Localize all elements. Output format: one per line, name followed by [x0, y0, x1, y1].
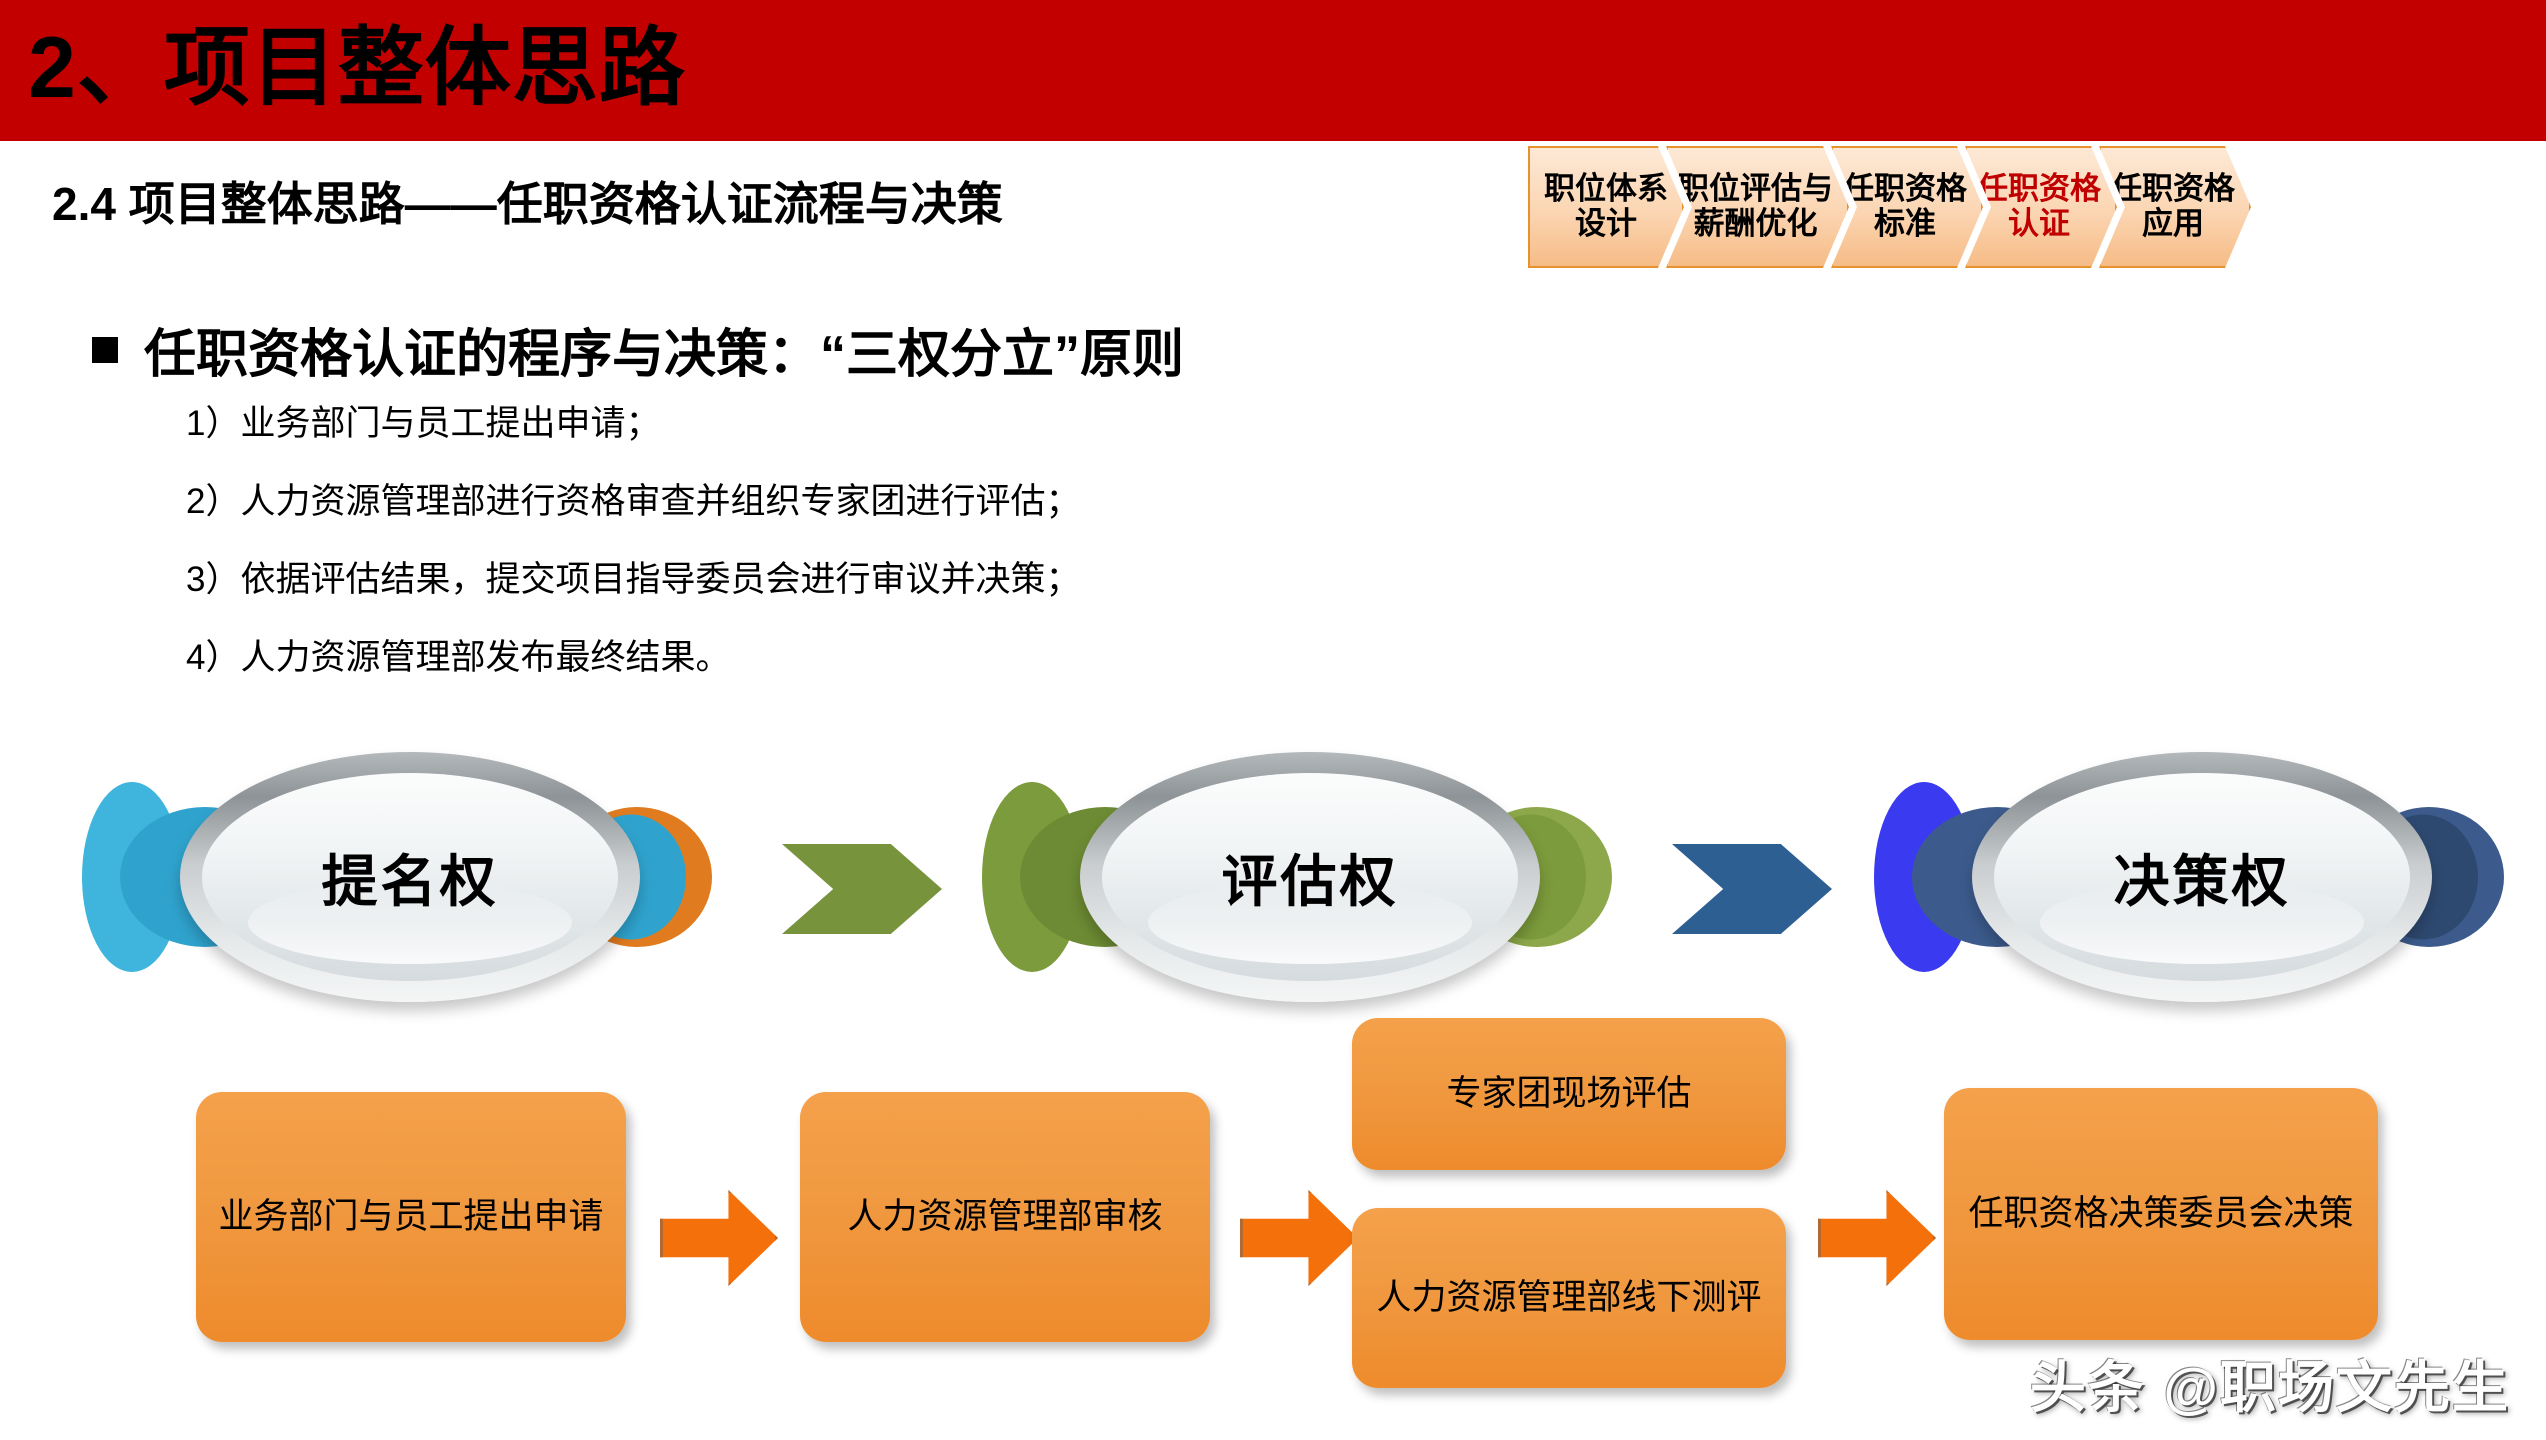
- watermark: 头条 @职场文先生: [2029, 1356, 2510, 1419]
- lens-inner: 决策权: [1994, 773, 2410, 981]
- flow-box-hr-review: 人力资源管理部审核: [800, 1092, 1210, 1342]
- flow-box-decision-committee: 任职资格决策委员会决策: [1944, 1088, 2378, 1340]
- tab-label: 职位评估与 薪酬优化: [1678, 171, 1833, 241]
- process-tab-strip: 职位体系 设计 职位评估与 薪酬优化 任职资格 标准 任职资格 认证 任职资格 …: [1528, 146, 2233, 268]
- flow-arrow-icon: [1818, 1190, 1936, 1286]
- certification-flow-chart: 业务部门与员工提出申请 人力资源管理部审核 专家团现场评估 人力资源管理部线下测…: [0, 1018, 2546, 1400]
- list-item: 1）业务部门与员工提出申请；: [186, 404, 661, 443]
- lens-body: 提名权: [180, 752, 640, 1002]
- flow-chevron-arrow: [1672, 844, 1832, 934]
- lens-inner: 评估权: [1102, 773, 1518, 981]
- tab-label: 任职资格 标准: [1843, 171, 1967, 241]
- list-item: 4）人力资源管理部发布最终结果。: [186, 638, 731, 677]
- page-title: 2、项目整体思路: [28, 20, 686, 116]
- lens-label: 提名权: [321, 849, 499, 913]
- lens-inner: 提名权: [202, 773, 618, 981]
- flow-arrow-icon: [1240, 1190, 1358, 1286]
- three-powers-diagram: 提名权 评估权 决策权: [0, 752, 2546, 1022]
- list-item: 2）人力资源管理部进行资格审查并组织专家团进行评估；: [186, 482, 1081, 521]
- tab-qualification-application[interactable]: 任职资格 应用: [2099, 146, 2251, 268]
- lens-node-nomination: 提名权: [82, 752, 712, 1002]
- lens-label: 评估权: [1221, 849, 1399, 913]
- tab-qualification-certification[interactable]: 任职资格 认证: [1965, 146, 2117, 268]
- lens-body: 决策权: [1972, 752, 2432, 1002]
- section-subtitle: 2.4 项目整体思路——任职资格认证流程与决策: [52, 178, 1003, 230]
- lens-label: 决策权: [2113, 849, 2291, 913]
- procedure-list: 1）业务部门与员工提出申请； 2）人力资源管理部进行资格审查并组织专家团进行评估…: [186, 406, 1486, 718]
- tab-label: 职位体系 设计: [1544, 171, 1668, 241]
- tab-job-evaluation-pay[interactable]: 职位评估与 薪酬优化: [1666, 146, 1849, 268]
- flow-chevron-arrow: [782, 844, 942, 934]
- tab-qualification-standard[interactable]: 任职资格 标准: [1831, 146, 1983, 268]
- flow-box-expert-onsite: 专家团现场评估: [1352, 1018, 1786, 1170]
- bullet-heading-label: 任职资格认证的程序与决策：“三权分立”原则: [144, 326, 1185, 384]
- flow-arrow-icon: [660, 1190, 778, 1286]
- lens-body: 评估权: [1080, 752, 1540, 1002]
- tab-label: 任职资格 认证: [1977, 171, 2101, 241]
- square-bullet-icon: [92, 336, 118, 363]
- bullet-heading: 任职资格认证的程序与决策：“三权分立”原则: [92, 312, 1184, 387]
- flow-box-apply: 业务部门与员工提出申请: [196, 1092, 626, 1342]
- tab-label: 任职资格 应用: [2111, 171, 2235, 241]
- flow-box-hr-offline-test: 人力资源管理部线下测评: [1352, 1208, 1786, 1388]
- list-item: 3）依据评估结果，提交项目指导委员会进行审议并决策；: [186, 560, 1081, 599]
- lens-node-decision: 决策权: [1874, 752, 2504, 1002]
- lens-node-evaluation: 评估权: [982, 752, 1612, 1002]
- title-banner: 2、项目整体思路: [0, 0, 2546, 141]
- tab-job-system-design[interactable]: 职位体系 设计: [1528, 146, 1684, 268]
